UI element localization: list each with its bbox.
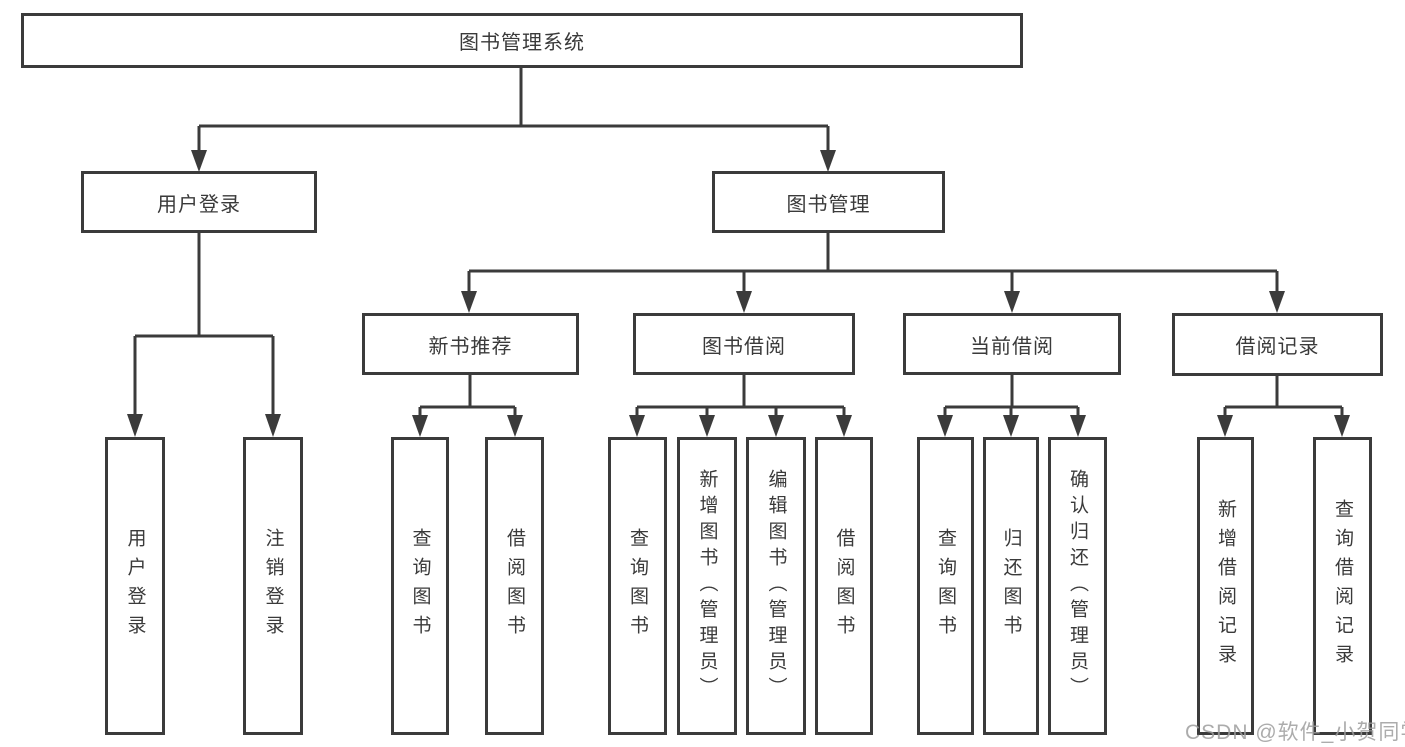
leaf-borrow-books-1: 借阅图书 (485, 437, 544, 735)
leaf-user-login-label: 用户登录 (124, 528, 146, 644)
node-borrowing-records: 借阅记录 (1172, 313, 1383, 376)
leaf-query-books-1: 查询图书 (391, 437, 449, 735)
node-user-login: 用户登录 (81, 171, 317, 233)
node-new-book-recommend-label: 新书推荐 (428, 335, 513, 358)
watermark: CSDN @软件_小贺同学 (1185, 721, 1405, 744)
node-root-system: 图书管理系统 (21, 13, 1023, 68)
leaf-query-books-3-label: 查询图书 (935, 528, 956, 644)
leaf-return-books: 归还图书 (983, 437, 1039, 735)
leaf-add-borrow-record: 新增借阅记录 (1197, 437, 1254, 735)
node-book-management: 图书管理 (712, 171, 945, 233)
leaf-edit-books-admin-label: 编辑图书（管理员） (765, 469, 787, 703)
node-borrowing-records-label: 借阅记录 (1235, 336, 1320, 358)
leaf-add-books-admin-label: 新增图书（管理员） (696, 469, 718, 703)
leaf-logout: 注销登录 (243, 437, 303, 735)
node-current-borrowing-label: 当前借阅 (970, 335, 1054, 358)
leaf-logout-label: 注销登录 (262, 528, 284, 644)
leaf-query-borrow-record-label: 查询借阅记录 (1332, 499, 1353, 673)
leaf-add-borrow-record-label: 新增借阅记录 (1215, 499, 1236, 673)
leaf-return-books-label: 归还图书 (1000, 528, 1022, 644)
node-book-borrowing-label: 图书借阅 (702, 335, 786, 358)
leaf-borrow-books-2: 借阅图书 (815, 437, 873, 735)
leaf-edit-books-admin: 编辑图书（管理员） (746, 437, 806, 735)
leaf-query-books-1-label: 查询图书 (409, 528, 431, 644)
leaf-query-books-2: 查询图书 (608, 437, 667, 735)
arrowheads (127, 150, 1350, 437)
leaf-query-books-3: 查询图书 (917, 437, 974, 735)
node-user-login-label: 用户登录 (157, 193, 241, 216)
leaf-borrow-books-1-label: 借阅图书 (504, 528, 525, 644)
node-book-borrowing: 图书借阅 (633, 313, 855, 375)
leaf-query-books-2-label: 查询图书 (627, 528, 648, 644)
node-current-borrowing: 当前借阅 (903, 313, 1121, 375)
leaf-query-borrow-record: 查询借阅记录 (1313, 437, 1372, 735)
node-book-management-label: 图书管理 (786, 193, 871, 216)
leaf-confirm-return-admin: 确认归还（管理员） (1048, 437, 1107, 735)
node-new-book-recommend: 新书推荐 (362, 313, 579, 375)
leaf-add-books-admin: 新增图书（管理员） (677, 437, 737, 735)
leaf-user-login: 用户登录 (105, 437, 165, 735)
leaf-borrow-books-2-label: 借阅图书 (833, 528, 855, 644)
node-root-label: 图书管理系统 (459, 32, 585, 54)
leaf-confirm-return-admin-label: 确认归还（管理员） (1067, 469, 1088, 703)
